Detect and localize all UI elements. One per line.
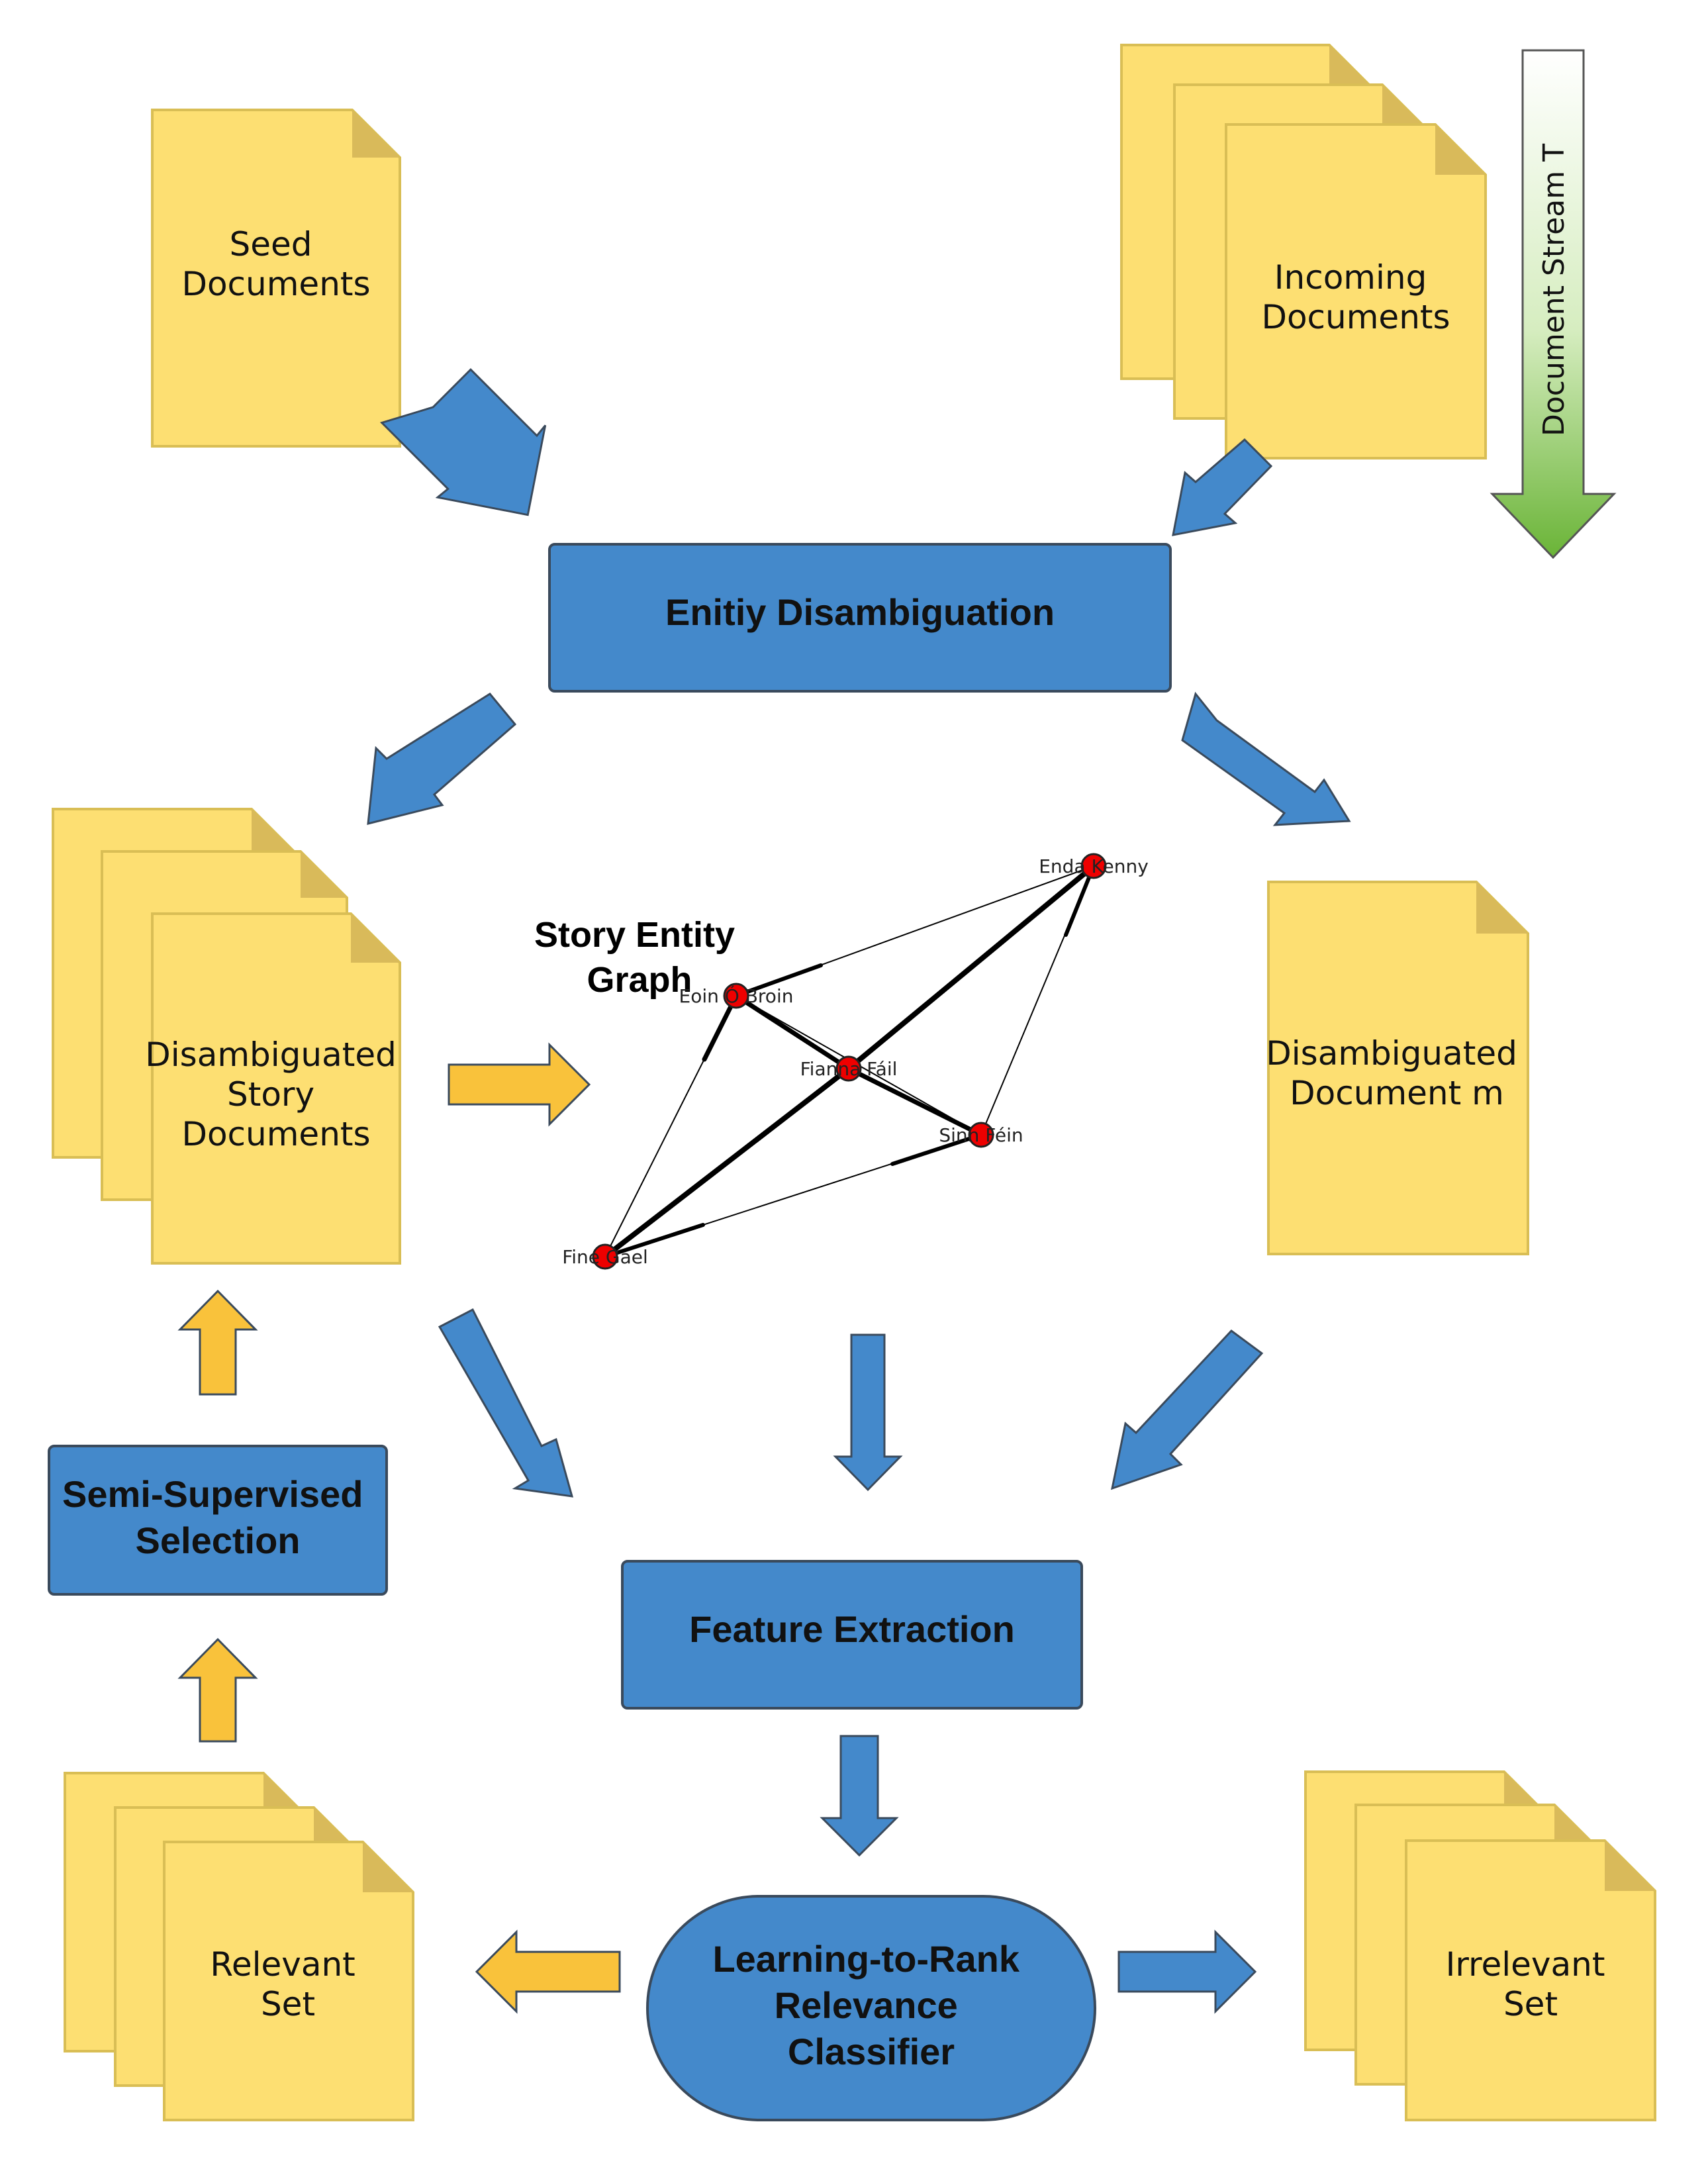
arrow-seed-to-disambiguation	[379, 368, 547, 516]
svg-text:Learning-to-Rank Relevan: Learning-to-Rank Relevance Classifier	[712, 1938, 1029, 2072]
page-fold-icon	[301, 851, 347, 898]
arrow-incoming-to-disambiguation	[1172, 438, 1273, 536]
entity-disambiguation-label: Enitiy Disambiguation	[665, 591, 1055, 633]
document-icon	[163, 1841, 414, 2121]
semi-supervised-label-1: Semi-Supervised	[62, 1473, 363, 1515]
seed-documents: Seed Documents	[151, 109, 401, 448]
semi-supervised-selection-box: Semi-Supervised Selection	[48, 1445, 388, 1596]
svg-text:Relevant Set: Relevant Set	[210, 1945, 365, 2023]
document-icon	[1225, 123, 1487, 459]
document-stream-arrow: Document Stream T	[1490, 49, 1617, 559]
story-documents-label-3: Documents	[181, 1115, 370, 1153]
page-fold-icon	[1605, 1841, 1655, 1891]
story-documents-label-2: Story	[227, 1075, 314, 1114]
document-m-label-1: Disambiguated	[1266, 1034, 1517, 1073]
arrow-features-to-classifier	[820, 1735, 899, 1857]
svg-text:Disambiguated Story: Disambiguated Story Documents	[145, 1036, 407, 1153]
page-fold-icon	[1476, 882, 1528, 934]
page-fold-icon	[1435, 124, 1486, 175]
node-label-sinn-fein: Sinn Féin	[939, 1124, 1023, 1146]
graph-nodes	[592, 853, 1107, 1270]
arrow-classifier-to-relevant	[475, 1929, 621, 2014]
node-sinn-fein	[968, 1122, 994, 1148]
node-label-fine-gael: Fine Gael	[562, 1246, 648, 1268]
incoming-documents-label-2: Documents	[1261, 298, 1450, 336]
graph-edges	[602, 863, 1096, 1259]
graph-title-2: Graph	[587, 960, 692, 1000]
node-label-fianna-fail: Fianna Fáil	[800, 1058, 898, 1080]
graph-node-labels: Enda Kenny Eoin Ó Broin Fianna Fáil Sinn…	[562, 855, 1149, 1268]
node-eoin-o-broin	[723, 983, 749, 1009]
svg-text:Disambiguated Document m: Disambiguated Document m	[1266, 1034, 1528, 1112]
arrow-disambiguation-to-document-m	[1181, 691, 1351, 826]
node-fine-gael	[592, 1243, 618, 1270]
learning-to-rank-classifier: Learning-to-Rank Relevance Classifier	[646, 1895, 1096, 2121]
edge-fianna-sinn	[846, 1066, 984, 1137]
entity-disambiguation-box: Enitiy Disambiguation	[548, 543, 1172, 693]
document-icon	[151, 912, 401, 1265]
seed-documents-label-2: Documents	[181, 265, 370, 303]
page-fold-icon	[351, 914, 400, 963]
node-label-enda-kenny: Enda Kenny	[1039, 855, 1149, 877]
disambiguated-document-m: Disambiguated Document m	[1266, 881, 1529, 1255]
svg-text:Semi-Supervised Selectio: Semi-Supervised Selection	[62, 1473, 373, 1561]
document-m-label-2: Document m	[1290, 1074, 1504, 1112]
arrow-story-docs-to-features	[438, 1308, 574, 1498]
arrow-document-m-to-features	[1111, 1329, 1264, 1490]
page-fold-icon	[1329, 45, 1378, 94]
document-icon	[151, 109, 401, 448]
edge-sinn-fine-weight-2	[603, 1223, 705, 1259]
edge-eoin-enda-weight	[734, 963, 823, 998]
edge-fianna-fine	[602, 1066, 851, 1259]
graph-title-1: Story Entity	[534, 915, 735, 955]
document-icon	[1405, 1839, 1656, 2121]
node-enda-kenny	[1080, 853, 1107, 879]
node-fianna-fail	[835, 1055, 862, 1082]
arrow-story-docs-to-graph	[448, 1042, 591, 1127]
arrow-relevant-to-selection	[177, 1637, 258, 1743]
relevant-set: Relevant Set	[64, 1772, 414, 2121]
document-stream-label: Document Stream T	[1537, 144, 1571, 436]
classifier-label-3: Classifier	[788, 2031, 955, 2072]
arrow-selection-to-story-docs	[177, 1289, 258, 1396]
incoming-documents: Incoming Documents	[1120, 44, 1487, 459]
arrow-disambiguation-to-story-docs	[367, 693, 517, 825]
arrow-classifier-to-irrelevant	[1117, 1929, 1257, 2014]
seed-documents-label-1: Seed	[230, 225, 312, 264]
semi-supervised-label-2: Selection	[136, 1520, 301, 1561]
document-icon	[1267, 881, 1529, 1255]
arrow-graph-to-features	[833, 1333, 903, 1492]
svg-text:Story Entity Graph: Story Entity Graph	[534, 915, 745, 1000]
svg-text:Seed Documents: Seed Documents	[181, 225, 370, 303]
page-fold-icon	[352, 110, 400, 158]
classifier-label-1: Learning-to-Rank	[712, 1938, 1020, 1980]
irrelevant-set-label-2: Set	[1503, 1985, 1558, 2023]
feature-extraction-box: Feature Extraction	[621, 1560, 1083, 1710]
story-entity-graph: Story Entity Graph	[534, 853, 1149, 1270]
edge-fianna-enda	[846, 863, 1096, 1071]
feature-extraction-label: Feature Extraction	[689, 1608, 1015, 1650]
flow-arrows	[367, 368, 1351, 2014]
incoming-documents-label-1: Incoming	[1274, 258, 1427, 297]
disambiguated-story-documents: Disambiguated Story Documents	[52, 808, 407, 1265]
story-documents-label-1: Disambiguated	[145, 1036, 397, 1074]
down-arrow-icon	[1490, 49, 1617, 559]
relevant-set-label-2: Set	[261, 1985, 315, 2023]
irrelevant-set: Irrelevant Set	[1304, 1770, 1656, 2121]
node-label-eoin-o-broin: Eoin Ó Broin	[679, 985, 794, 1007]
classifier-label-2: Relevance	[775, 1984, 958, 2026]
edge-sinn-fine-weight	[890, 1133, 983, 1166]
page-fold-icon	[252, 809, 295, 853]
page-fold-icon	[1382, 85, 1431, 134]
svg-text:Irrelevant Set: Irrelevant Set	[1446, 1945, 1616, 2023]
irrelevant-set-label-1: Irrelevant	[1446, 1945, 1605, 1984]
edge-eoin-fianna	[734, 993, 851, 1071]
relevant-set-label-1: Relevant	[210, 1945, 355, 1984]
svg-text:Incoming Documents: Incoming Documents	[1261, 258, 1450, 336]
page-fold-icon	[363, 1842, 413, 1892]
yellow-arrows	[177, 1042, 621, 2014]
